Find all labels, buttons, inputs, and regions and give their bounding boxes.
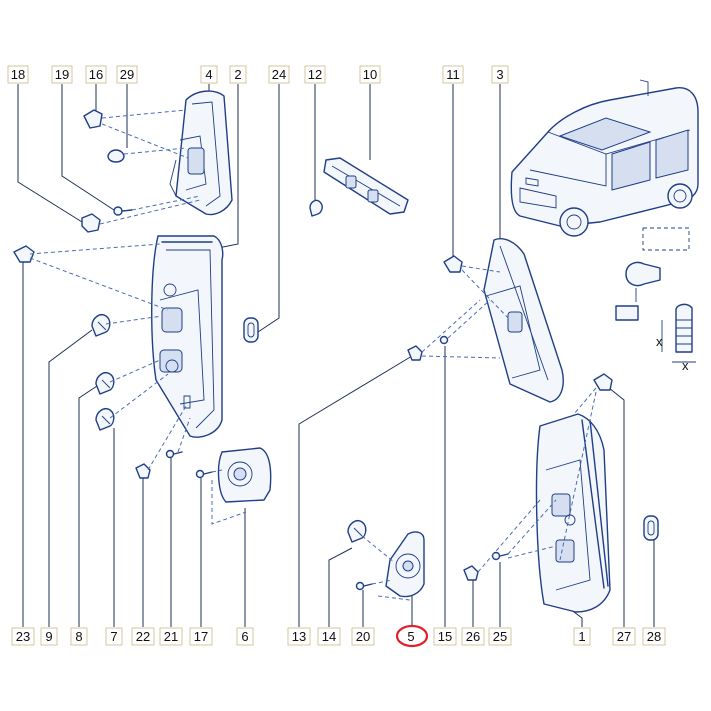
part-16-clip[interactable] xyxy=(83,109,103,129)
label-5[interactable]: 5 xyxy=(395,624,429,648)
part-22-nut[interactable] xyxy=(135,463,151,479)
label-1[interactable]: 1 xyxy=(573,627,591,646)
label-14-text: 14 xyxy=(322,629,336,644)
part-23-clip[interactable] xyxy=(13,245,35,263)
fastener-inset: x x xyxy=(656,303,696,373)
label-29-text: 29 xyxy=(120,67,134,82)
van-illustration xyxy=(510,79,699,237)
label-19-text: 19 xyxy=(55,67,69,82)
label-18[interactable]: 18 xyxy=(7,65,29,84)
part-28-seal[interactable] xyxy=(643,515,659,541)
label-21-text: 21 xyxy=(164,629,178,644)
label-29[interactable]: 29 xyxy=(116,65,138,84)
label-6-text: 6 xyxy=(241,629,248,644)
label-8-text: 8 xyxy=(75,629,82,644)
label-26[interactable]: 26 xyxy=(461,627,485,646)
label-17-text: 17 xyxy=(194,629,208,644)
label-28-text: 28 xyxy=(647,629,661,644)
part-29-seal[interactable] xyxy=(107,149,125,163)
label-16[interactable]: 16 xyxy=(85,65,107,84)
label-10-text: 10 xyxy=(363,67,377,82)
part-2-tail-lamp-left[interactable] xyxy=(151,235,224,438)
part-14-bulb[interactable] xyxy=(347,520,367,543)
label-9[interactable]: 9 xyxy=(40,627,58,646)
label-21[interactable]: 21 xyxy=(159,627,183,646)
label-13-text: 13 xyxy=(292,629,306,644)
label-1-text: 1 xyxy=(578,629,585,644)
part-26-nut[interactable] xyxy=(463,565,479,581)
bulb-inset xyxy=(615,227,690,321)
part-7-bulb[interactable] xyxy=(95,408,115,431)
label-2[interactable]: 2 xyxy=(229,65,247,84)
label-20[interactable]: 20 xyxy=(351,627,375,646)
label-8[interactable]: 8 xyxy=(70,627,88,646)
label-3-text: 3 xyxy=(496,67,503,82)
label-7[interactable]: 7 xyxy=(105,627,123,646)
label-23[interactable]: 23 xyxy=(11,627,35,646)
part-20-screw[interactable] xyxy=(355,581,373,591)
label-19[interactable]: 19 xyxy=(51,65,73,84)
label-7-text: 7 xyxy=(110,629,117,644)
label-15[interactable]: 15 xyxy=(433,627,457,646)
label-11-text: 11 xyxy=(446,67,460,82)
label-3[interactable]: 3 xyxy=(491,65,509,84)
label-28[interactable]: 28 xyxy=(642,627,666,646)
label-18-text: 18 xyxy=(11,67,25,82)
label-23-text: 23 xyxy=(16,629,30,644)
label-24-text: 24 xyxy=(272,67,286,82)
part-4-lamp-cover[interactable] xyxy=(169,90,233,216)
part-5-reverse-lamp-right[interactable] xyxy=(385,531,425,598)
part-11-clip[interactable] xyxy=(443,255,463,273)
label-15-text: 15 xyxy=(438,629,452,644)
label-14[interactable]: 14 xyxy=(317,627,341,646)
part-27-clip[interactable] xyxy=(593,373,613,391)
label-25[interactable]: 25 xyxy=(488,627,512,646)
part-12-bulb[interactable] xyxy=(309,199,323,217)
part-25-screw[interactable] xyxy=(491,551,509,561)
inset-mark-x-horizontal: x xyxy=(682,358,689,373)
part-9-bulb[interactable] xyxy=(91,314,111,337)
part-10-third-brake-light[interactable] xyxy=(323,157,409,215)
part-17-screw[interactable] xyxy=(195,469,213,479)
leader-lines xyxy=(17,84,655,627)
label-6[interactable]: 6 xyxy=(236,627,254,646)
label-11[interactable]: 11 xyxy=(442,65,464,84)
label-10[interactable]: 10 xyxy=(359,65,381,84)
label-16-text: 16 xyxy=(89,67,103,82)
label-26-text: 26 xyxy=(466,629,480,644)
label-13[interactable]: 13 xyxy=(287,627,311,646)
label-24[interactable]: 24 xyxy=(268,65,290,84)
label-27[interactable]: 27 xyxy=(612,627,636,646)
label-2-text: 2 xyxy=(234,67,241,82)
label-5-text: 5 xyxy=(407,629,414,644)
label-12[interactable]: 12 xyxy=(304,65,326,84)
bottom-label-row: 23 9 8 7 22 21 17 6 13 14 20 5 15 26 25 … xyxy=(11,624,666,648)
part-8-bulb[interactable] xyxy=(95,372,115,395)
part-3-lamp-cover-right[interactable] xyxy=(483,238,564,403)
part-21-screw[interactable] xyxy=(165,449,183,459)
top-label-row: 18 19 16 29 4 2 24 12 10 11 3 xyxy=(7,65,509,84)
part-24-seal[interactable] xyxy=(243,317,259,343)
label-22-text: 22 xyxy=(136,629,150,644)
label-20-text: 20 xyxy=(356,629,370,644)
label-25-text: 25 xyxy=(493,629,507,644)
label-17[interactable]: 17 xyxy=(189,627,213,646)
label-4[interactable]: 4 xyxy=(200,65,218,84)
part-1-tail-lamp-right[interactable] xyxy=(535,413,611,613)
inset-mark-x-vertical: x xyxy=(656,334,663,349)
label-12-text: 12 xyxy=(308,67,322,82)
part-6-reverse-lamp[interactable] xyxy=(217,447,272,503)
label-22[interactable]: 22 xyxy=(131,627,155,646)
label-4-text: 4 xyxy=(205,67,212,82)
label-5-highlight-circle xyxy=(395,624,429,648)
part-19-screw[interactable] xyxy=(113,206,133,216)
part-13-nut[interactable] xyxy=(407,345,423,361)
part-18-nut[interactable] xyxy=(81,213,101,233)
label-27-text: 27 xyxy=(617,629,631,644)
label-9-text: 9 xyxy=(45,629,52,644)
part-15-screw[interactable] xyxy=(439,335,449,345)
